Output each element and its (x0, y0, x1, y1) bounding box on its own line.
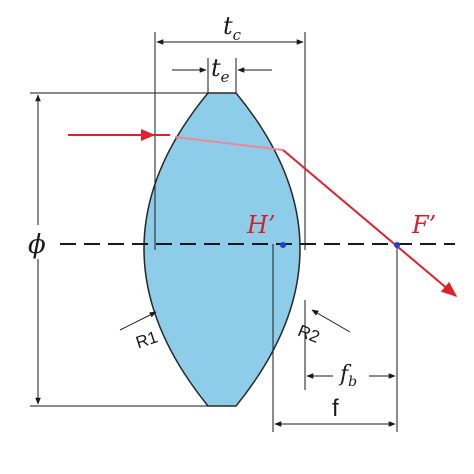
phi-label-bg (22, 225, 56, 259)
f-label: f (332, 395, 339, 422)
f-label-bg (326, 392, 354, 422)
phi-label: ϕ (28, 230, 46, 260)
r1-label: R1 (133, 327, 160, 352)
te-label: te (211, 54, 230, 86)
exiting-ray (282, 149, 458, 298)
f-prime-label: F’ (411, 211, 436, 239)
incoming-ray-arrowhead (141, 129, 155, 141)
r2-label: R2 (295, 321, 322, 347)
h-prime-label: H’ (246, 211, 276, 239)
r1-pointer (119, 311, 157, 331)
refracted-ray-inside-lens (174, 136, 284, 151)
principal-point-dot (280, 242, 286, 248)
lens-body (143, 92, 301, 407)
fb-label-bg (333, 362, 369, 388)
tc-label: tc (223, 12, 242, 44)
focal-point-dot (394, 242, 400, 248)
r2-pointer (311, 309, 351, 333)
